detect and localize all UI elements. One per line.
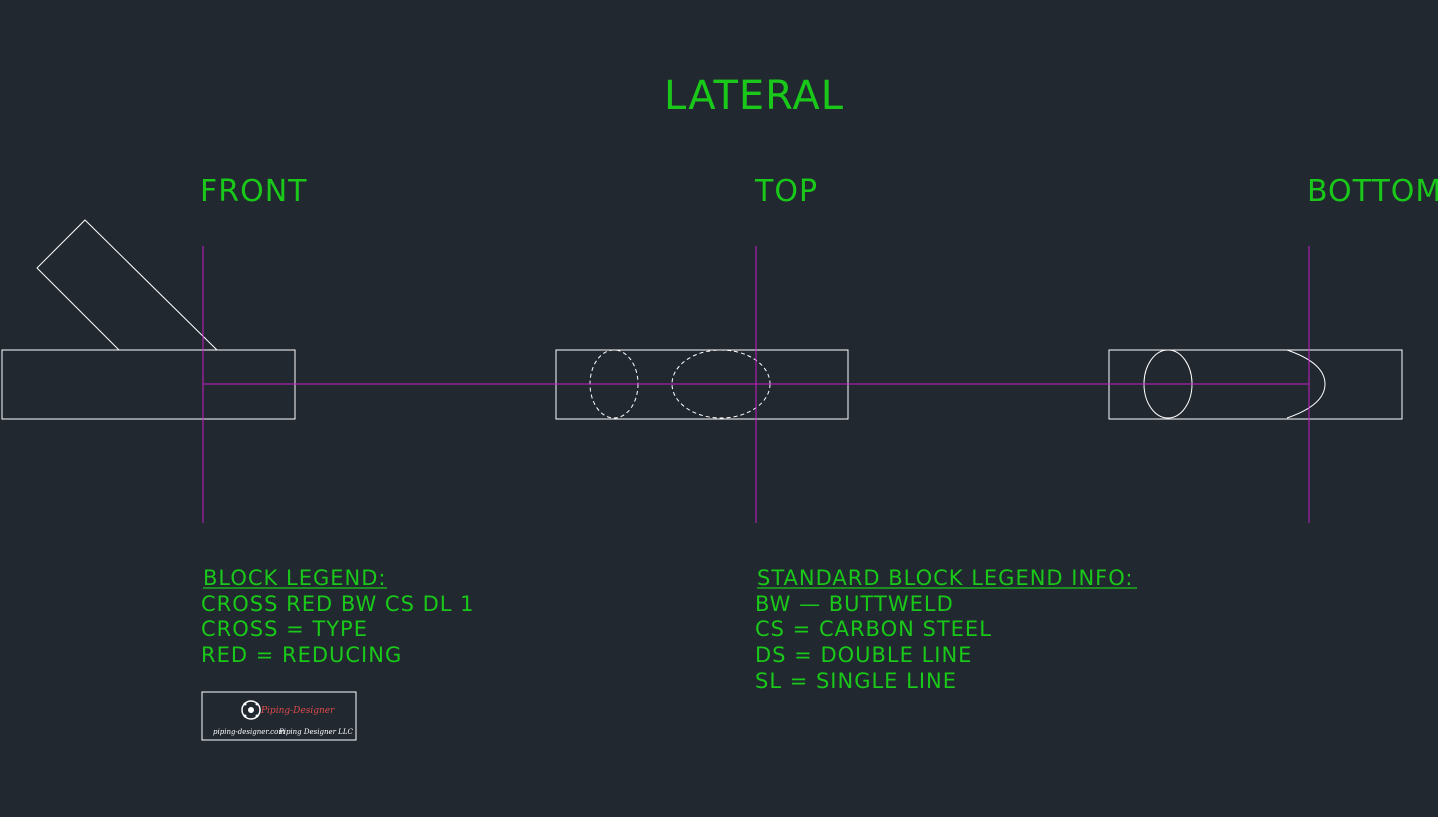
view-label-front: FRONT bbox=[200, 174, 307, 209]
logo-brand: Piping-Designer bbox=[260, 706, 335, 716]
standard-legend-heading: STANDARD BLOCK LEGEND INFO: bbox=[757, 566, 1133, 590]
view-label-top: TOP bbox=[754, 174, 818, 209]
centerlines bbox=[202, 246, 1310, 523]
logo-frame bbox=[201, 691, 357, 741]
logo-website: piping-designer.com bbox=[213, 728, 285, 736]
block-legend: BLOCK LEGEND: CROSS RED BW CS DL 1 CROSS… bbox=[201, 566, 475, 667]
view-label-bottom: BOTTOM bbox=[1307, 174, 1438, 209]
standard-legend-line: DS = DOUBLE LINE bbox=[755, 643, 972, 667]
front-view bbox=[1, 219, 296, 420]
logo-company: Piping Designer LLC bbox=[278, 728, 353, 736]
standard-legend-line: BW — BUTTWELD bbox=[755, 592, 954, 616]
block-legend-heading: BLOCK LEGEND: bbox=[203, 566, 386, 590]
standard-legend: STANDARD BLOCK LEGEND INFO: BW — BUTTWEL… bbox=[755, 566, 1137, 693]
piping-designer-logo: Piping-Designer piping-designer.com Pipi… bbox=[201, 691, 357, 741]
front-branch-pipe bbox=[36, 219, 218, 351]
block-legend-line: CROSS = TYPE bbox=[201, 617, 368, 641]
bottom-branch-curve bbox=[1286, 349, 1326, 419]
flange-icon bbox=[241, 700, 261, 720]
standard-legend-line: SL = SINGLE LINE bbox=[755, 669, 957, 693]
standard-legend-line: CS = CARBON STEEL bbox=[755, 617, 992, 641]
block-legend-line: CROSS RED BW CS DL 1 bbox=[201, 592, 475, 616]
drawing-title: LATERAL bbox=[664, 73, 844, 119]
block-legend-line: RED = REDUCING bbox=[201, 643, 402, 667]
